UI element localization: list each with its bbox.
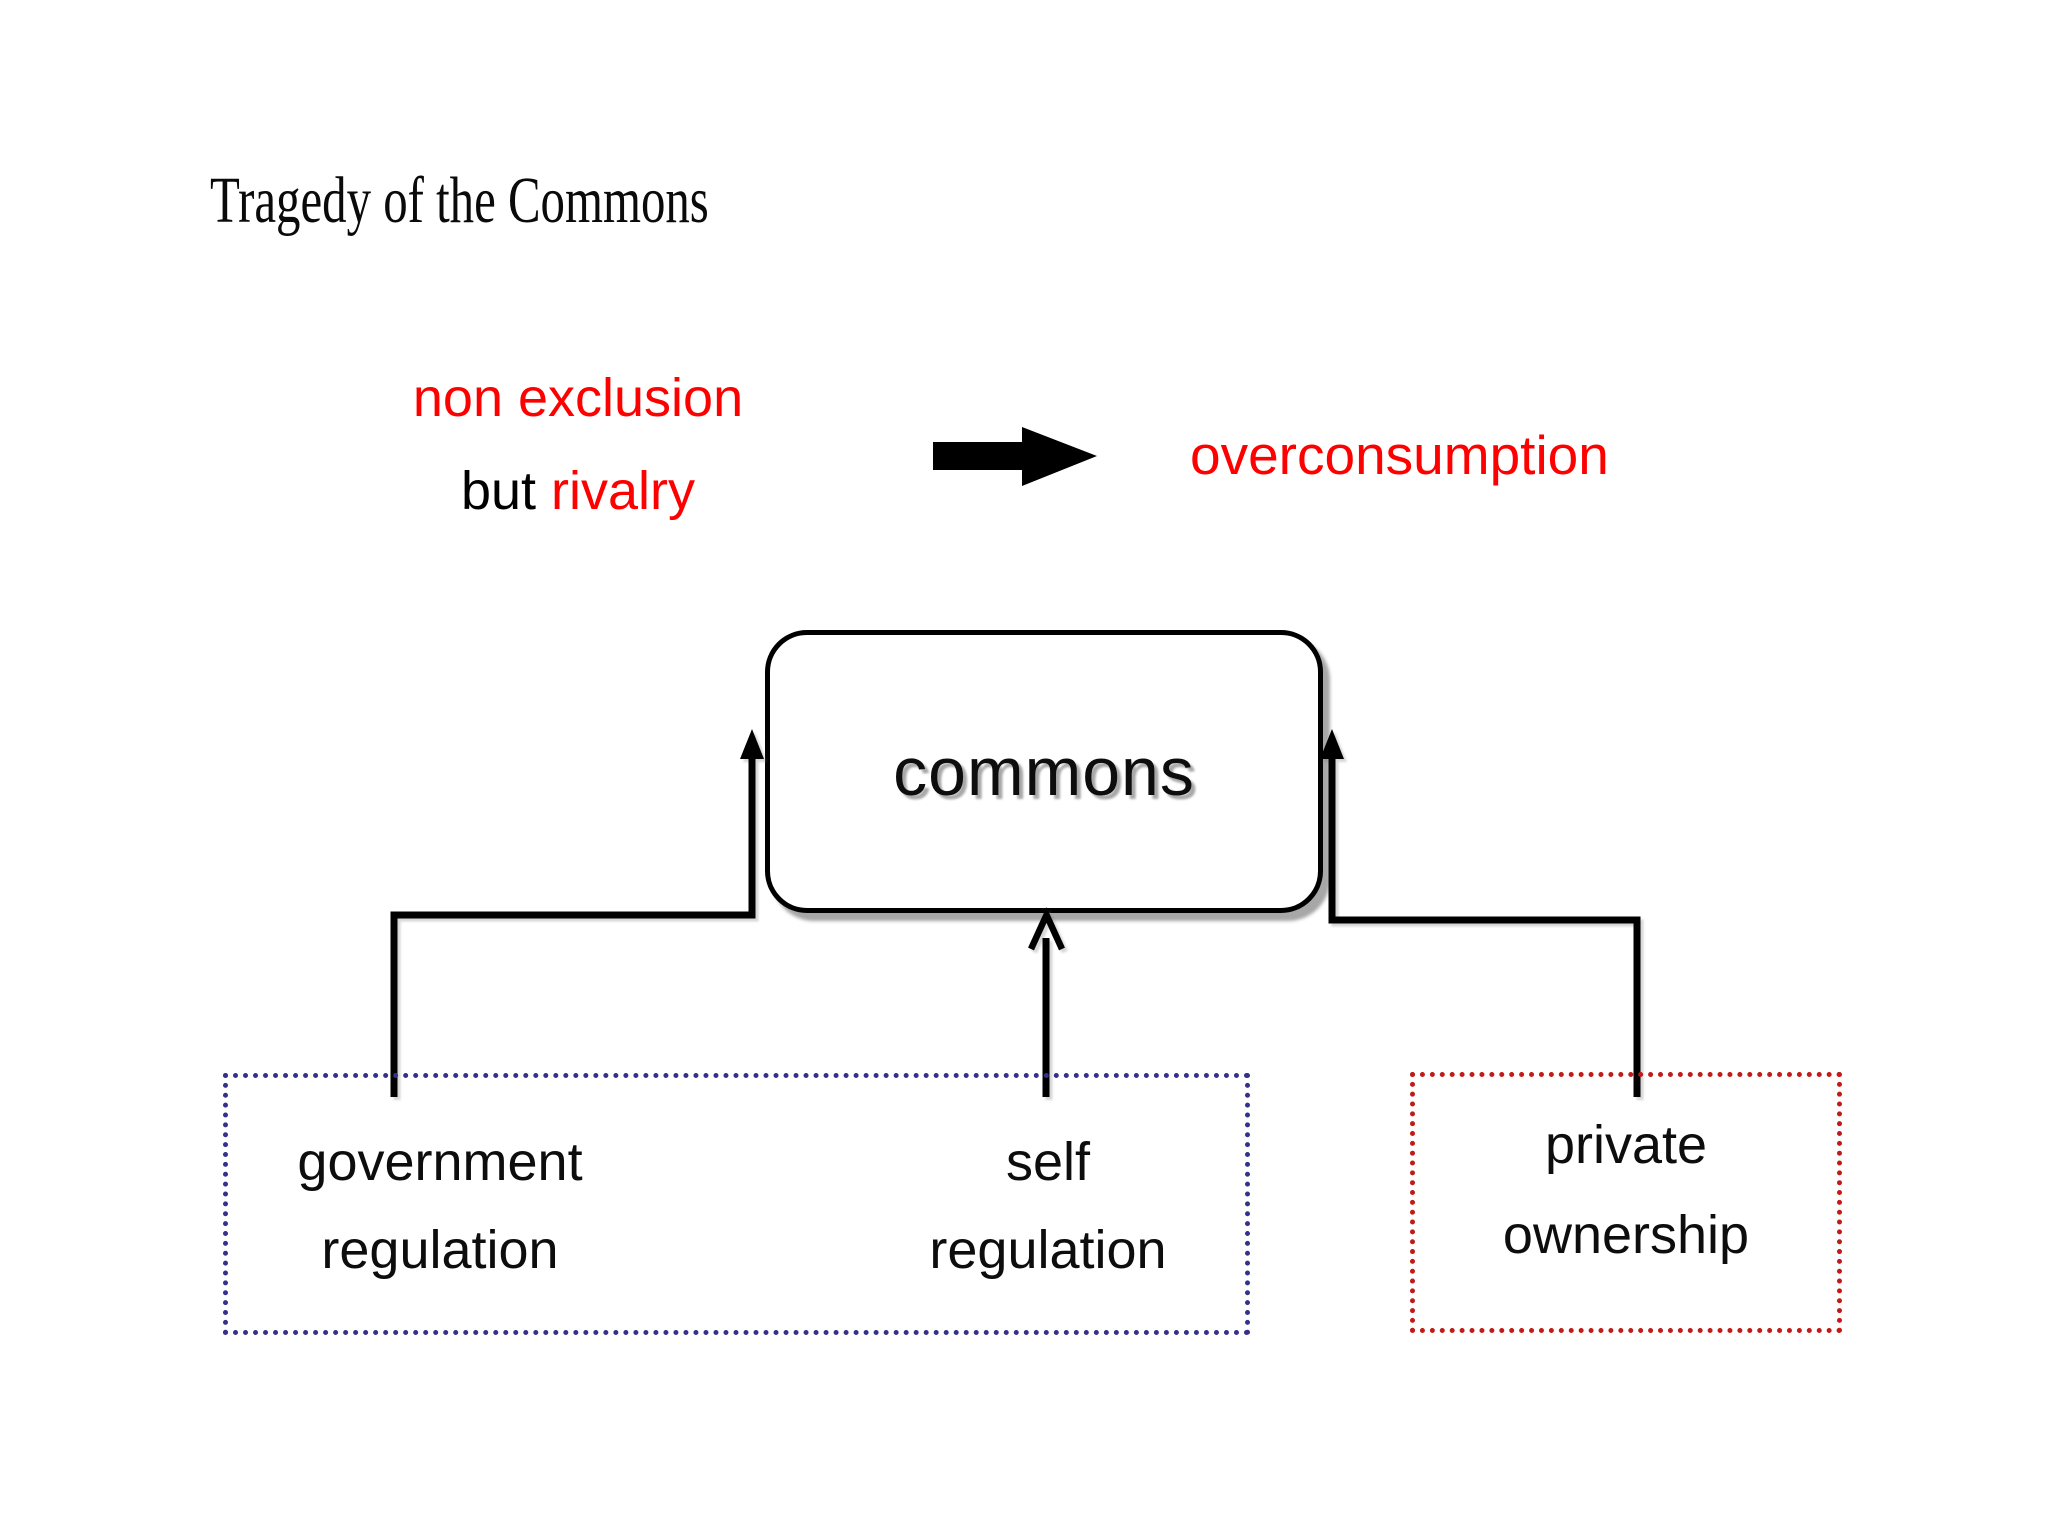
commons-label: commons xyxy=(893,733,1195,810)
private-line-2: ownership xyxy=(1502,1205,1750,1265)
government-line-1: government xyxy=(297,1132,583,1192)
premise-but: but xyxy=(460,461,537,521)
option-self-regulation: self regulation xyxy=(823,1118,1273,1294)
government-line-2: regulation xyxy=(321,1220,559,1280)
regulation-options-box xyxy=(223,1073,1250,1335)
commons-node: commons xyxy=(765,630,1323,913)
arrow-right-shape xyxy=(933,427,1097,486)
private-line-1: private xyxy=(1544,1115,1708,1175)
premise-non-exclusion: non exclusion xyxy=(412,368,744,428)
premise-rivalry: rivalry xyxy=(551,461,696,521)
self-line-1: self xyxy=(1005,1132,1091,1192)
option-government-regulation: government regulation xyxy=(215,1118,665,1294)
premise-line-1: non exclusion xyxy=(268,352,888,445)
outcome-text: overconsumption xyxy=(1190,424,1609,486)
self-line-2: regulation xyxy=(929,1220,1167,1280)
premise-text: non exclusion but rivalry xyxy=(268,352,888,538)
page-title: Tragedy of the Commons xyxy=(210,164,709,237)
option-private-ownership: private ownership xyxy=(1410,1100,1842,1280)
private-ownership-box xyxy=(1410,1072,1842,1333)
premise-line-2: but rivalry xyxy=(268,445,888,538)
